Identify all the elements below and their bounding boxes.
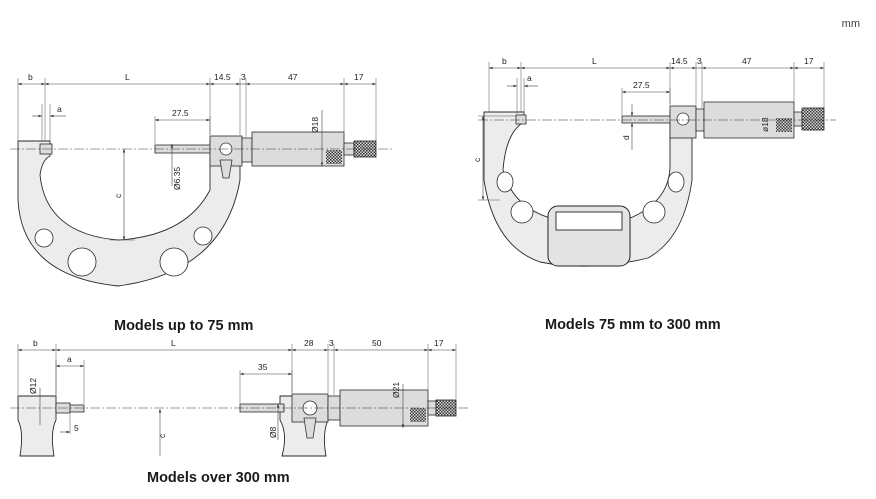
d1-dim-3: 3 xyxy=(241,72,246,82)
d1-dim-27-5: 27.5 xyxy=(172,108,189,118)
unit-label: mm xyxy=(841,18,860,30)
d3-lock-lever xyxy=(303,417,317,439)
d2-hole-4 xyxy=(667,171,685,193)
d1-dim-14-5: 14.5 xyxy=(214,72,231,82)
d2-display-window xyxy=(555,211,623,231)
diagram-1-small-micrometer: b L 14.5 3 47 17 a 27.5 Ø18 Ø6.35 xyxy=(10,72,392,287)
d1-sleeve xyxy=(241,137,253,163)
caption-models-75-to-300: Models 75 mm to 300 mm xyxy=(545,317,721,333)
d3-dim-dia12: Ø12 xyxy=(28,378,38,394)
d1-hole-3 xyxy=(159,247,189,277)
d2-lock-knob xyxy=(676,112,690,126)
d2-dim-3: 3 xyxy=(697,56,702,66)
d1-dim-dia6-35: Ø6.35 xyxy=(172,167,182,190)
caption-models-over-300: Models over 300 mm xyxy=(147,470,290,486)
d1-dim-dia18: Ø18 xyxy=(310,117,320,133)
d2-dim-b: b xyxy=(502,56,507,66)
d3-anvil xyxy=(69,404,85,413)
d3-dim-c: c xyxy=(157,433,167,438)
d1-hole-4 xyxy=(193,226,213,246)
d1-frame xyxy=(17,140,241,287)
d3-dim-dia8: Ø8 xyxy=(268,426,278,438)
diagram-3-large-micrometer: b L 28 3 50 17 a 35 Ø12 5 c xyxy=(10,338,470,457)
d2-thimble-graduations xyxy=(776,118,792,132)
d2-hole-1 xyxy=(496,171,514,193)
d3-dim-dia21: Ø21 xyxy=(391,382,401,398)
d2-dim-27-5: 27.5 xyxy=(633,80,650,90)
d1-hole-2 xyxy=(67,247,97,277)
d1-dim-c: c xyxy=(113,193,123,198)
d3-dim-50: 50 xyxy=(372,338,382,348)
d3-dim-35: 35 xyxy=(258,362,268,372)
d1-dim-17: 17 xyxy=(354,72,364,82)
d3-dim-L: L xyxy=(171,338,176,348)
d2-ratchet xyxy=(801,107,825,131)
diagram-2-digital-frame-micrometer: b L 14.5 3 47 17 a 27.5 c d xyxy=(472,56,836,267)
d3-thimble-graduations xyxy=(410,408,426,422)
d3-dim-3: 3 xyxy=(329,338,334,348)
d2-anvil xyxy=(515,114,527,125)
d2-dim-d: d xyxy=(621,135,631,140)
d2-dim-dia18: ø18 xyxy=(760,117,770,132)
d1-hole-1 xyxy=(34,228,54,248)
d1-dim-a: a xyxy=(57,104,62,114)
d2-dim-17: 17 xyxy=(804,56,814,66)
d3-dim-5: 5 xyxy=(74,423,79,433)
d2-dim-14-5: 14.5 xyxy=(671,56,688,66)
d1-dim-b: b xyxy=(28,72,33,82)
d1-thimble-graduations xyxy=(326,150,342,164)
d2-hole-2 xyxy=(510,200,534,224)
caption-models-up-to-75: Models up to 75 mm xyxy=(114,318,254,334)
d2-ratchet-neck xyxy=(793,111,803,127)
d3-dim-17: 17 xyxy=(434,338,444,348)
d1-dim-L: L xyxy=(125,72,130,82)
d2-dim-a: a xyxy=(527,73,532,83)
d1-lock-lever xyxy=(219,159,233,179)
d2-spindle xyxy=(621,115,673,124)
d3-dim-a: a xyxy=(67,354,72,364)
d3-dim-28: 28 xyxy=(304,338,314,348)
d2-dim-L: L xyxy=(592,56,597,66)
d2-dim-c: c xyxy=(472,157,482,162)
d3-dim-b: b xyxy=(33,338,38,348)
d2-hole-3 xyxy=(642,200,666,224)
d2-dim-47: 47 xyxy=(742,56,752,66)
d1-dim-47: 47 xyxy=(288,72,298,82)
d3-anvil-jaw xyxy=(17,395,57,457)
d2-frame xyxy=(483,111,693,267)
